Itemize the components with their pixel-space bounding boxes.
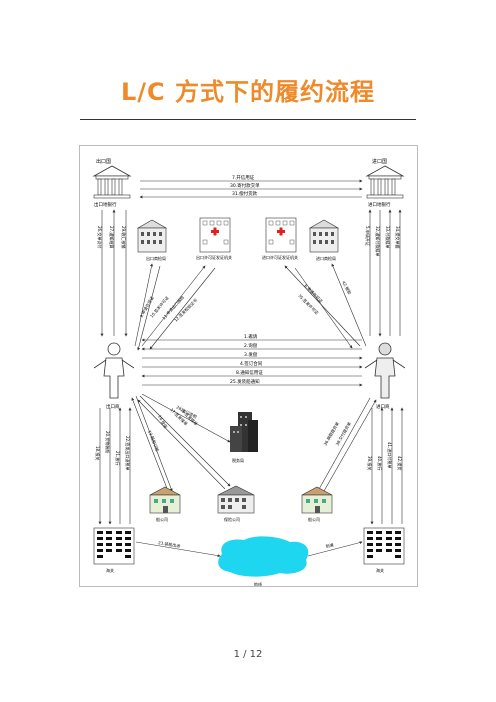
customs-left-label: 海关 xyxy=(106,567,114,573)
bank-building-icon-right xyxy=(365,165,405,199)
flow-label-mid-2: 2.询盘 xyxy=(244,342,258,349)
flow-label-mid-5: 8.通知信用证 xyxy=(236,369,263,376)
customs-right-label: 海关 xyxy=(376,567,384,573)
flow-label-bottom-left-1: 18.报关 xyxy=(95,446,101,460)
inspection-left-label: 出口商检局 xyxy=(146,255,166,261)
route-label: 航线 xyxy=(254,581,262,586)
exporter-person-icon xyxy=(93,342,135,399)
lc-flow-diagram: 出口国 出口地银行 进口国 进口地银行 7.开信用证 30.寄付款交单 31.偿… xyxy=(79,145,418,587)
exporter-label: 出口商 xyxy=(106,403,120,410)
flow-label-top-3: 31.偿付货款 xyxy=(232,190,258,197)
flow-label-bottom-right-4: 42.提货 xyxy=(397,456,403,470)
exporter-country-label: 出口国 xyxy=(96,158,111,165)
flow-label-top-1: 7.开信用证 xyxy=(232,174,255,181)
customs-building-icon-left xyxy=(93,527,135,565)
shipping-company-left-label: 船公司 xyxy=(156,516,168,522)
flow-label-right-c: 33.付款赎单 xyxy=(385,226,391,248)
flow-label-right-b: 32.通知付款赎单 xyxy=(375,226,381,256)
flow-label-bottom-right-2: 40.放行 xyxy=(377,456,383,470)
flow-label-ship: 23.装船出运 xyxy=(158,539,181,548)
bank-building-icon-left xyxy=(92,165,132,199)
tax-bureau-building-icon xyxy=(230,412,258,452)
flow-label-mid-6: 25.发装船通知 xyxy=(230,378,260,385)
title-divider xyxy=(80,119,416,120)
importer-bank-label: 进口地银行 xyxy=(368,201,391,208)
insurance-company-label: 保险公司 xyxy=(224,516,240,522)
flow-label-bottom-left-4: 22.签发出口退税单 xyxy=(125,436,131,470)
flow-label-right-a: 5.申请开证 xyxy=(365,226,371,246)
inspection-right-label: 进口商检局 xyxy=(316,255,336,261)
importer-label: 进口商 xyxy=(376,403,390,410)
shipping-company-right-label: 船公司 xyxy=(308,516,320,522)
license-office-icon-right xyxy=(265,217,297,253)
flow-label-top-2: 30.寄付款交单 xyxy=(230,182,260,189)
export-license-label: 出口许可证发证机关 xyxy=(196,254,232,260)
flow-label-mid-3: 3.发盘 xyxy=(244,351,258,358)
ocean-route-shape xyxy=(218,536,309,577)
shipping-company-icon-right xyxy=(301,486,333,514)
page-title: L/C 方式下的履约流程 xyxy=(120,78,376,106)
shipping-company-icon-left xyxy=(149,486,181,514)
customs-building-icon-right xyxy=(363,527,405,565)
import-license-label: 进口许可证发证机关 xyxy=(262,254,298,260)
importer-person-icon xyxy=(364,342,406,399)
license-office-icon-left xyxy=(199,217,231,253)
flow-label-bottom-right-3: 41.进口付税单 xyxy=(387,442,393,468)
flow-label-left-c: 29.收汇核销 xyxy=(121,226,127,248)
page-number: 1 / 12 xyxy=(233,649,263,660)
flow-label-bottom-left-2: 20.货物装船 xyxy=(105,431,111,453)
flow-label-low-left-1: 13.租船订舱 xyxy=(147,429,161,452)
inspection-building-icon-right xyxy=(308,219,340,253)
flow-label-left-a: 26.交单议付 xyxy=(97,226,103,248)
tax-bureau-label: 税务局 xyxy=(232,457,244,463)
flow-label-right-d: 34.提交单据 xyxy=(395,226,401,248)
flow-label-arrive: 到港 xyxy=(325,541,334,549)
importer-country-label: 进口国 xyxy=(372,158,387,165)
flow-label-left-b: 27.通知结算 xyxy=(109,226,115,248)
flow-label-mid-4: 4.签订合同 xyxy=(240,360,263,367)
flow-label-bottom-right-1: 39.报关 xyxy=(367,456,373,470)
flow-label-diag-right-3: 42.报验 xyxy=(341,280,353,296)
flow-label-bottom-left-3: 21.放行 xyxy=(115,451,121,465)
exporter-bank-label: 出口地银行 xyxy=(94,201,117,208)
flow-label-mid-1: 1.邀请 xyxy=(244,333,258,340)
inspection-building-icon-left xyxy=(136,219,168,253)
insurance-company-icon xyxy=(217,485,255,514)
